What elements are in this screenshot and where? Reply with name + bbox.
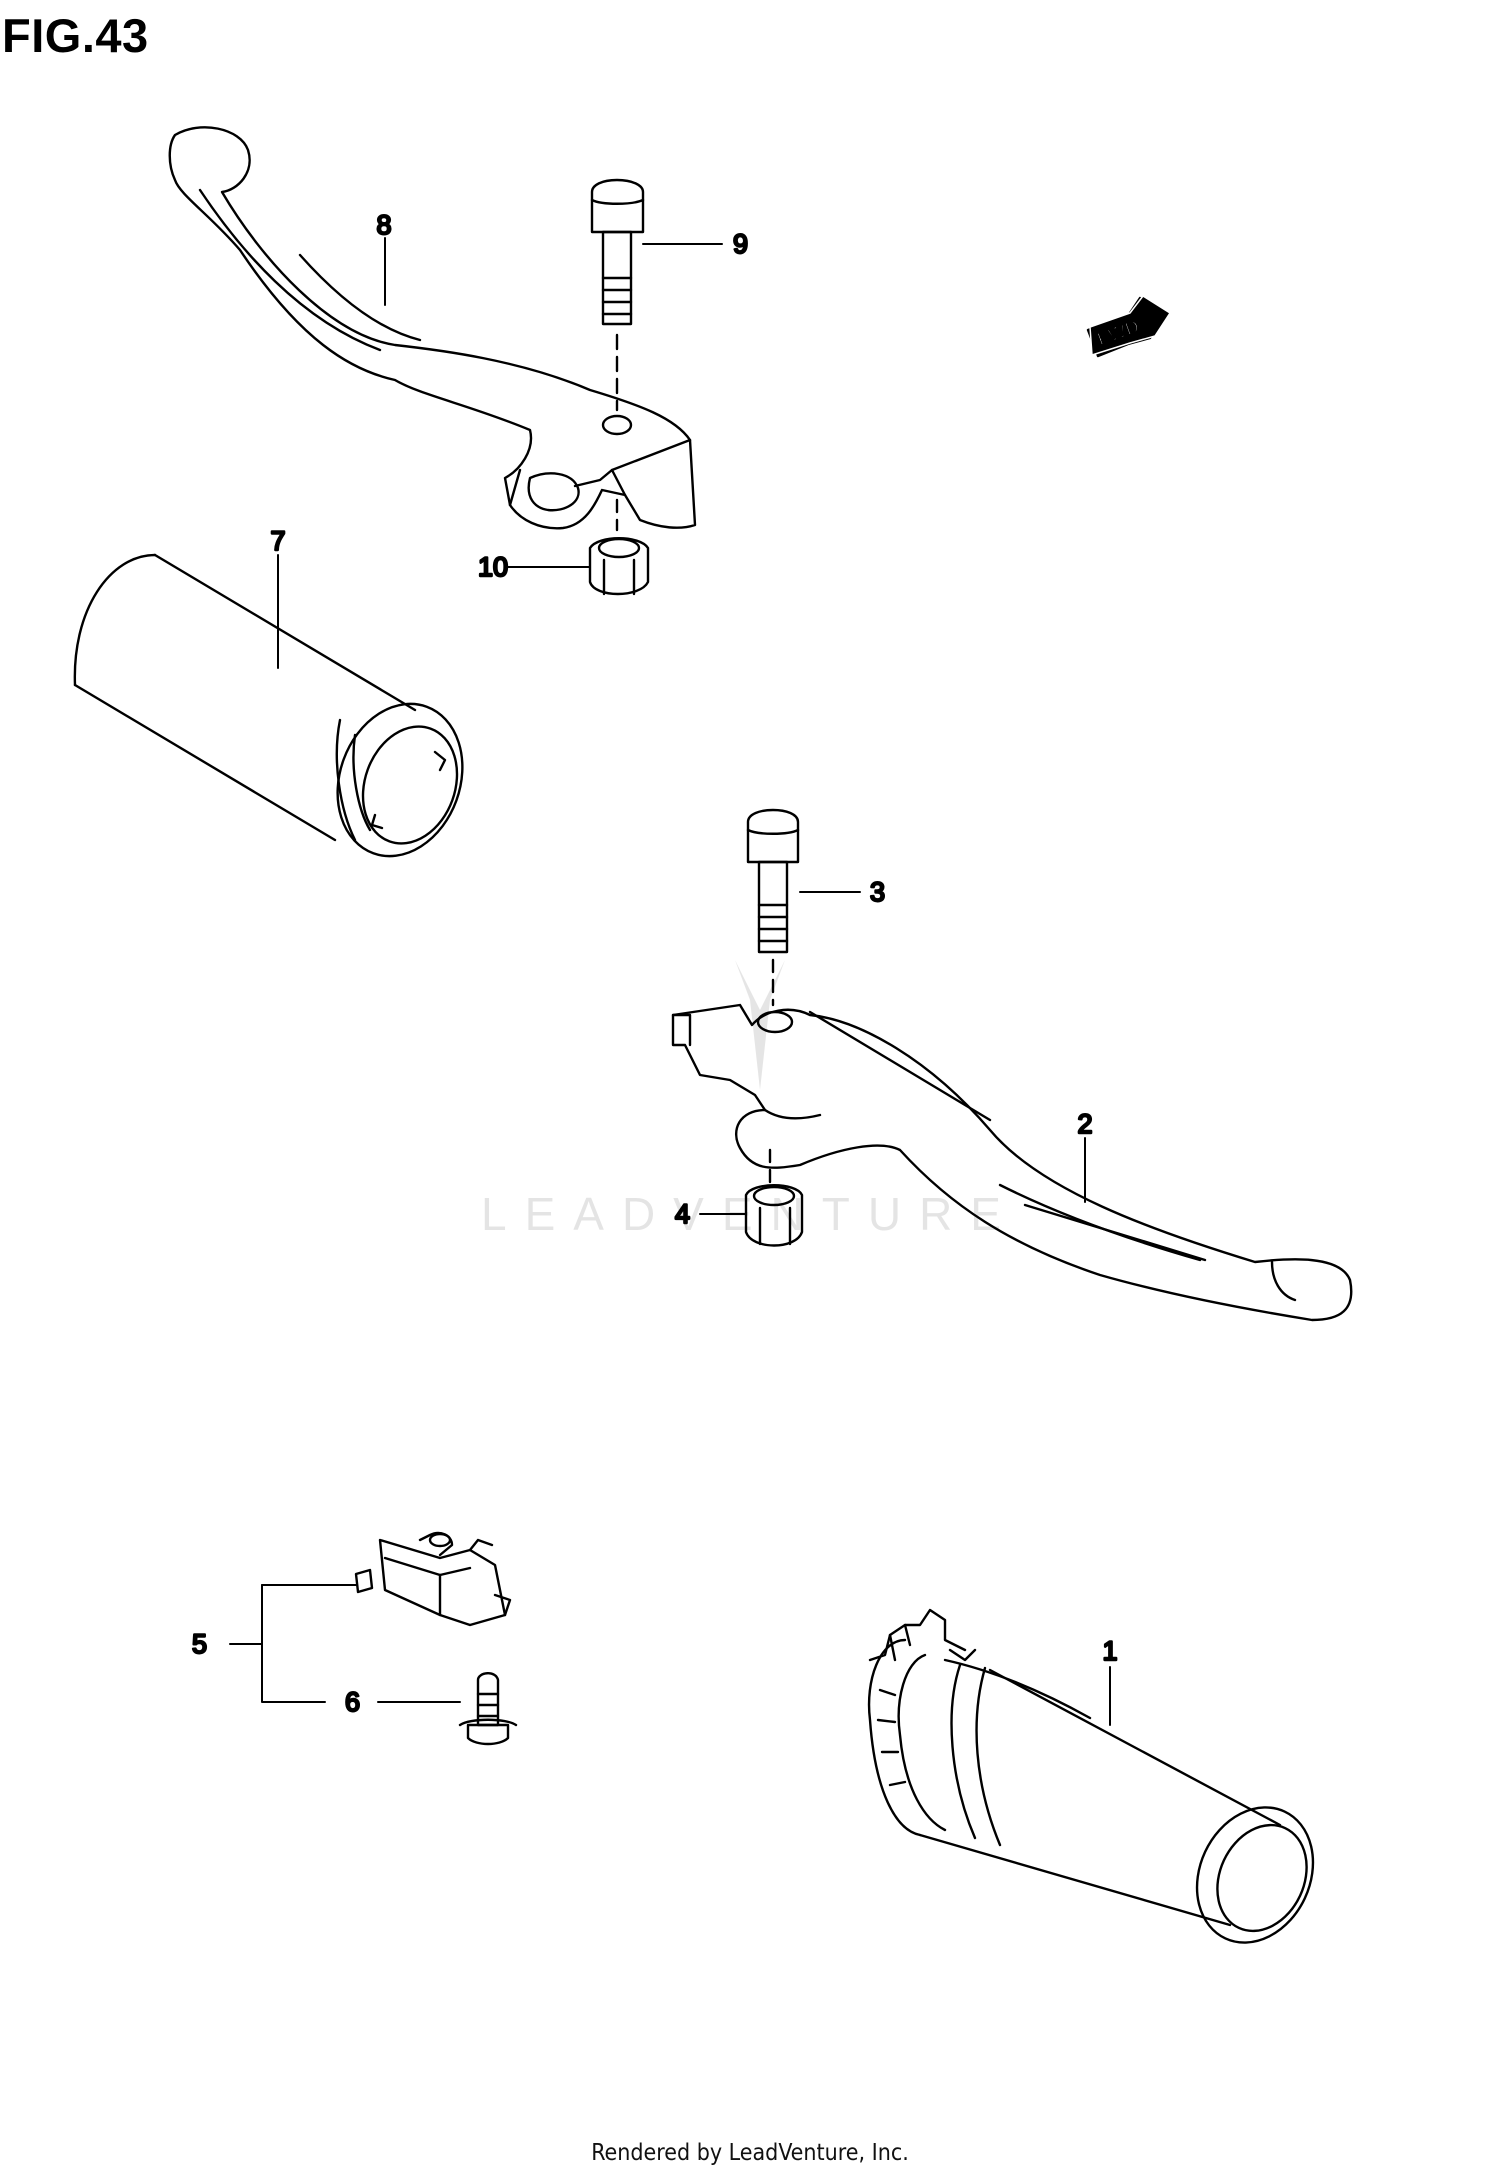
part-8-lever-upper bbox=[168, 126, 697, 530]
part-4-nut bbox=[744, 1148, 804, 1247]
leader-lines bbox=[229, 237, 1111, 1726]
part-6-screw bbox=[458, 1672, 518, 1746]
part-9-bolt bbox=[590, 178, 645, 412]
part-1-throttle-grip bbox=[867, 1608, 1315, 1944]
callout-5: 5 bbox=[192, 1629, 207, 1659]
watermark-text: LEADVENTURE bbox=[481, 1188, 1019, 1240]
callout-1: 1 bbox=[1102, 1636, 1117, 1666]
callout-10: 10 bbox=[478, 552, 508, 582]
callout-2: 2 bbox=[1077, 1109, 1092, 1139]
callout-9: 9 bbox=[733, 229, 748, 259]
part-3-bolt bbox=[746, 808, 800, 1007]
callouts: 8 9 10 7 3 2 4 5 6 1 bbox=[191, 209, 1119, 1718]
footer-credit: Rendered by LeadVenture, Inc. bbox=[591, 2140, 909, 2166]
part-2-lever-lower bbox=[671, 1003, 1353, 1322]
fwd-arrow-icon: FWD bbox=[1086, 295, 1171, 358]
callout-6: 6 bbox=[345, 1687, 360, 1717]
callout-7: 7 bbox=[270, 526, 285, 556]
callout-3: 3 bbox=[870, 877, 885, 907]
figure-title: FIG.43 bbox=[2, 9, 149, 62]
callout-4: 4 bbox=[675, 1199, 690, 1229]
part-5-switch bbox=[354, 1531, 512, 1627]
part-7-grip-left bbox=[73, 553, 464, 858]
leadventure-watermark: LEADVENTURE bbox=[481, 960, 1019, 1240]
part-10-nut bbox=[588, 498, 650, 596]
callout-8: 8 bbox=[376, 210, 391, 240]
